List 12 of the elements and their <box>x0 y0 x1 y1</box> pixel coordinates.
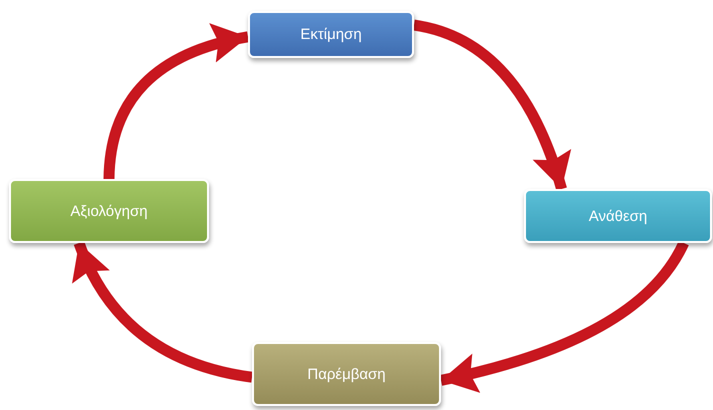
process-box <box>524 189 712 243</box>
process-box <box>248 11 414 58</box>
step-label: Εκτίμηση <box>300 26 362 43</box>
curved-arrow <box>74 240 253 383</box>
curved-arrow <box>412 20 570 191</box>
process-box <box>9 179 209 243</box>
curved-arrow <box>104 24 250 180</box>
process-box <box>252 342 441 406</box>
curved-arrow <box>440 240 689 392</box>
step-label: Ανάθεση <box>588 208 648 224</box>
step-label: Παρέμβαση <box>307 366 386 382</box>
step-label: Αξιολόγηση <box>70 202 148 220</box>
